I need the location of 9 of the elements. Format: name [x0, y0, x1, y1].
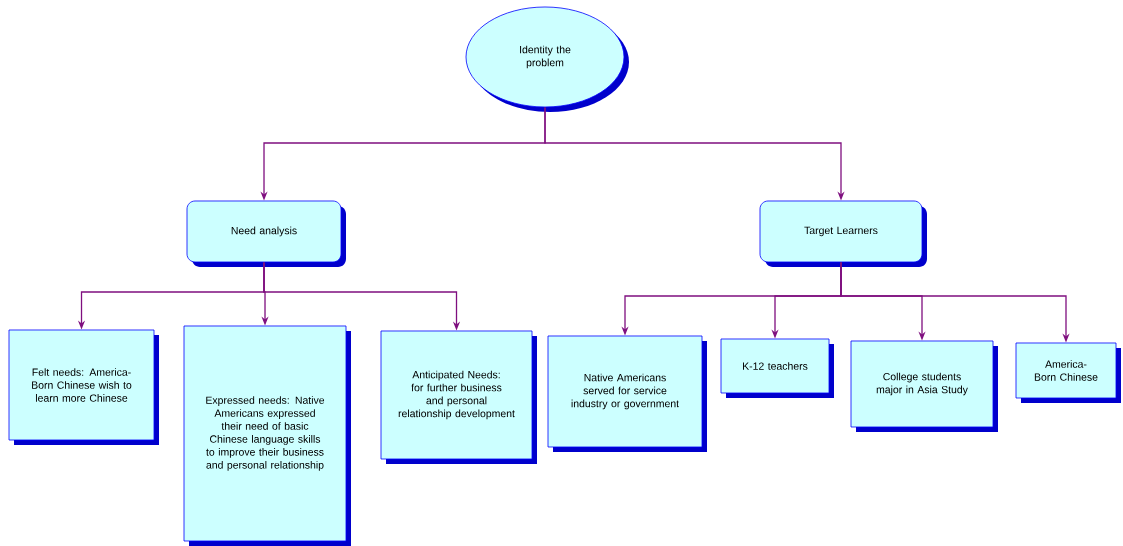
category-box: Need analysis — [186, 200, 346, 267]
category-box: Target Learners — [759, 200, 927, 267]
description-box: America-Born Chinese — [1015, 342, 1121, 403]
description-box: K-12 teachers — [720, 338, 834, 398]
description-box: Anticipated Needs: for further business and personal relationship development — [380, 330, 537, 464]
description-box: Native Americans served for service industry or government — [547, 335, 707, 452]
description-box: College students major in Asia Study — [850, 340, 998, 432]
description-box: Expressed needs: Native Americans expressed their need of basic Chinese language skills to improve their business and personal relationship — [183, 325, 351, 546]
description-box: Felt needs: America-Born Chinese wish to learn more Chinese — [8, 329, 159, 445]
